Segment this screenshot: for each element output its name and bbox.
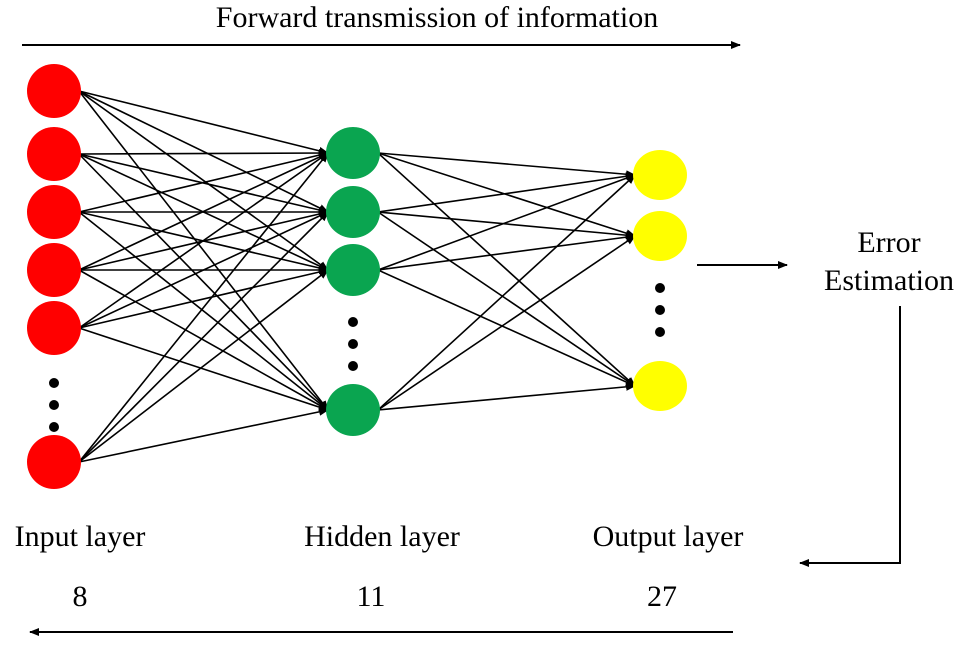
connection-l0-5-to-0	[78, 152, 329, 463]
input-ellipsis-dot-2	[49, 422, 59, 432]
connections-group	[78, 90, 636, 463]
hidden-layer-label: Hidden layer	[304, 520, 460, 553]
connection-l1-3-to-0	[377, 174, 636, 411]
hidden-ellipsis-dot-0	[348, 317, 358, 327]
connection-l0-0-to-3	[78, 90, 329, 411]
ellipsis-group	[49, 283, 665, 432]
connection-l0-1-to-0	[78, 149, 329, 158]
connection-l0-3-to-3	[78, 269, 329, 411]
output-node-0	[633, 150, 687, 200]
connection-l0-4-to-1	[78, 211, 329, 329]
hidden-node-0	[326, 127, 380, 179]
connection-l1-2-to-0	[377, 174, 636, 271]
output-node-2	[633, 361, 687, 411]
connection-l0-4-to-3	[78, 327, 329, 411]
hidden-node-3	[326, 384, 380, 436]
input-node-4	[27, 301, 81, 355]
connection-l1-1-to-1	[377, 211, 636, 240]
hidden-ellipsis-dot-1	[348, 339, 358, 349]
connection-l1-3-to-2	[377, 382, 636, 411]
estimation-label: Estimation	[824, 264, 954, 297]
connection-l1-1-to-0	[377, 172, 636, 213]
nodes-group	[27, 64, 687, 489]
connection-l1-1-to-2	[377, 211, 636, 387]
input-node-2	[27, 185, 81, 239]
connection-l1-0-to-2	[377, 152, 636, 387]
connection-l0-0-to-2	[78, 90, 329, 271]
connection-l0-2-to-3	[78, 211, 329, 411]
forward-transmission-title: Forward transmission of information	[216, 1, 658, 34]
error-label: Error	[857, 226, 920, 259]
connection-l0-4-to-2	[78, 268, 329, 329]
hidden-node-1	[326, 186, 380, 238]
connection-l0-5-to-2	[78, 269, 329, 463]
connection-l0-5-to-1	[78, 211, 329, 463]
connection-l0-3-to-0	[78, 152, 329, 271]
input-node-3	[27, 243, 81, 297]
connection-l0-1-to-3	[78, 153, 329, 411]
connection-l1-3-to-1	[377, 235, 636, 411]
connection-l1-0-to-1	[377, 152, 636, 238]
input-node-5	[27, 435, 81, 489]
output-node-1	[633, 211, 687, 261]
input-ellipsis-dot-1	[49, 400, 59, 410]
input-node-1	[27, 127, 81, 181]
hidden-layer-count: 11	[357, 580, 386, 613]
input-layer-label: Input layer	[15, 520, 146, 553]
connection-l0-0-to-0	[78, 90, 329, 155]
connection-l1-2-to-2	[377, 269, 636, 387]
hidden-node-2	[326, 244, 380, 296]
feedback-arrow	[799, 306, 901, 567]
connection-l0-0-to-1	[78, 90, 329, 213]
output-ellipsis-dot-1	[655, 305, 665, 315]
connection-l1-2-to-1	[377, 233, 636, 271]
input-ellipsis-dot-0	[49, 378, 59, 388]
connection-l0-4-to-0	[78, 152, 329, 329]
connection-l1-0-to-0	[377, 152, 636, 179]
output-ellipsis-dot-0	[655, 283, 665, 293]
connection-l0-2-to-0	[78, 151, 329, 213]
input-node-0	[27, 64, 81, 118]
output-layer-count: 27	[647, 580, 677, 613]
output-layer-label: Output layer	[593, 520, 744, 553]
input-layer-count: 8	[73, 580, 88, 613]
output-ellipsis-dot-2	[655, 327, 665, 337]
connection-l0-5-to-3	[78, 407, 329, 463]
hidden-ellipsis-dot-2	[348, 361, 358, 371]
